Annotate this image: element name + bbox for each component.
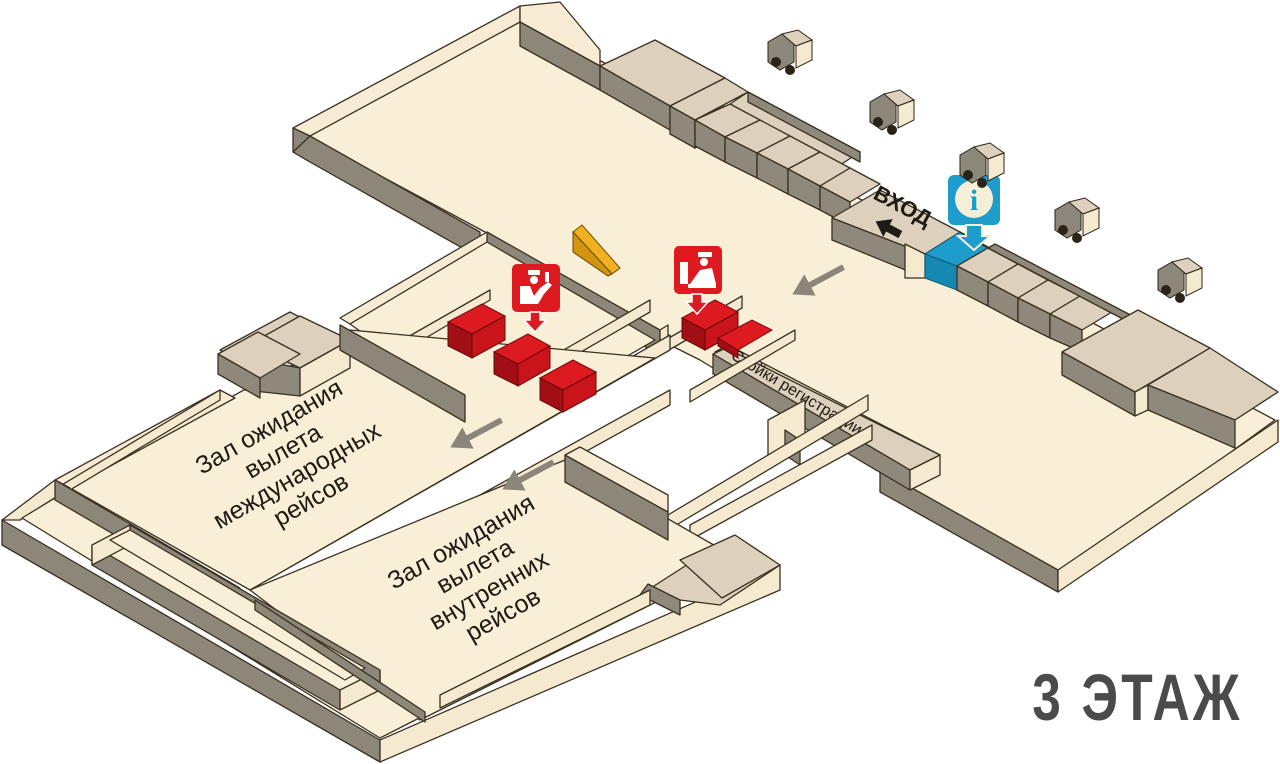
curbside-blocks xyxy=(599,39,881,227)
direction-arrows xyxy=(450,264,845,491)
info-marker[interactable]: i xyxy=(948,175,1000,252)
passport-control-booths-intl xyxy=(446,303,598,413)
domestic-waiting-hall xyxy=(249,446,741,721)
vehicle-icon xyxy=(959,142,1006,188)
arrow-icon xyxy=(502,459,555,491)
outer-corridor xyxy=(1,479,781,763)
entrance-arrow-icon xyxy=(875,219,903,239)
vehicle-icon xyxy=(1054,197,1101,243)
passport-control-marker-checkin[interactable] xyxy=(674,246,722,316)
curbside-blocks-right xyxy=(956,231,1279,449)
vehicles xyxy=(767,29,1204,303)
escalator-ramp xyxy=(572,224,621,277)
passport-control-marker-intl[interactable] xyxy=(512,264,560,334)
passport-control-icon xyxy=(680,252,716,288)
vehicle-icon xyxy=(869,89,916,135)
arrow-icon xyxy=(450,417,503,449)
floor-title: 3 ЭТАЖ xyxy=(1031,660,1242,734)
passport-control-icon xyxy=(520,270,552,304)
international-waiting-hall xyxy=(19,311,656,591)
info-icon: i xyxy=(970,184,978,217)
main-hall xyxy=(292,1,1279,593)
vehicle-icon xyxy=(1157,257,1204,303)
vehicle-icon xyxy=(767,29,814,75)
arrow-icon xyxy=(792,264,845,296)
